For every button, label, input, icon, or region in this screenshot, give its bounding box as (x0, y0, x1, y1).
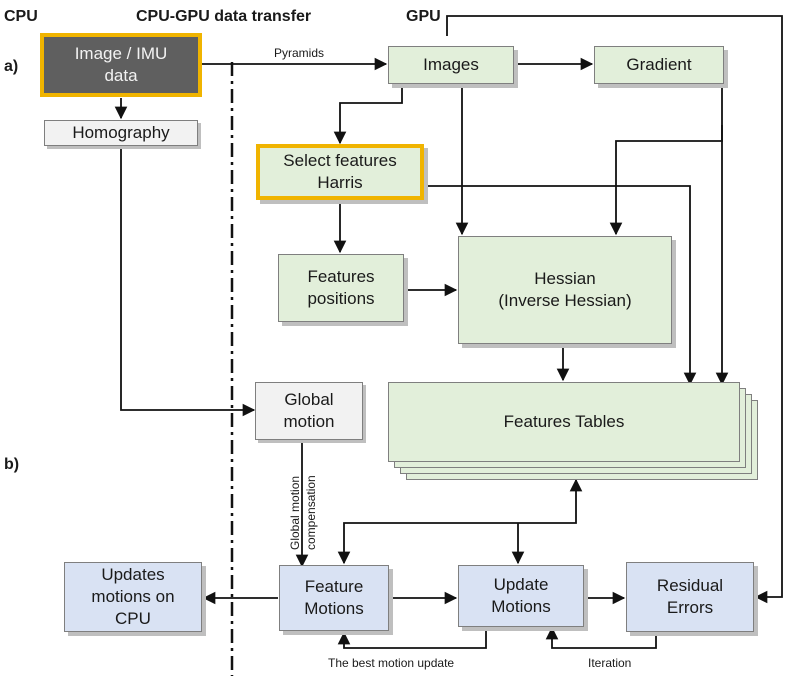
node-images: Images (388, 46, 514, 84)
node-features-tables-label: Features Tables (503, 411, 625, 431)
edge-gpu-to-residual (446, 15, 783, 604)
node-features-positions: Features positions (278, 254, 404, 322)
node-residual-errors-label: Residual Errors (656, 575, 724, 617)
edge-label-best-motion: The best motion update (328, 656, 455, 670)
node-features-tables: Features Tables (388, 382, 740, 462)
transfer-header: CPU-GPU data transfer (136, 8, 312, 25)
node-feature-motions-label: Feature Motions (304, 576, 364, 618)
node-hessian: Hessian (Inverse Hessian) (458, 236, 672, 344)
edge-label-global-comp-1: Global motion (288, 475, 302, 550)
node-hessian-label: Hessian (Inverse Hessian) (498, 268, 632, 310)
edge-iteration (545, 626, 657, 649)
node-image-imu-label: Image / IMU data (74, 43, 168, 85)
edge-tables-bus (337, 478, 583, 565)
node-update-motions-label: Update Motions (491, 574, 551, 616)
edge-gradient-to-hessian (609, 125, 723, 236)
edge-label-global-comp-2: compensation (304, 475, 318, 550)
node-update-motions: Update Motions (458, 565, 584, 627)
edge-best-motion (337, 628, 487, 649)
node-images-label: Images (423, 54, 479, 74)
node-homography: Homography (44, 120, 198, 146)
node-residual-errors: Residual Errors (626, 562, 754, 632)
node-feature-motions: Feature Motions (279, 565, 389, 631)
node-global-motion-label: Global motion (283, 389, 335, 431)
node-select-features-label: Select features Harris (283, 150, 397, 192)
edge-homography-to-global (120, 146, 256, 417)
node-gradient-label: Gradient (626, 54, 692, 74)
edge-label-iteration: Iteration (588, 656, 632, 670)
node-homography-label: Homography (72, 122, 170, 142)
node-image-imu: Image / IMU data (40, 33, 202, 97)
node-gradient: Gradient (594, 46, 724, 84)
node-updates-cpu: Updates motions on CPU (64, 562, 202, 632)
node-select-features: Select features Harris (256, 144, 424, 200)
gpu-header: GPU (406, 8, 441, 25)
node-global-motion: Global motion (255, 382, 363, 440)
node-updates-cpu-label: Updates motions on CPU (91, 564, 175, 629)
edge-select-to-tables (424, 185, 697, 386)
section-b-label: b) (4, 456, 20, 473)
cpu-header: CPU (4, 8, 38, 25)
edge-label-pyramids: Pyramids (274, 46, 325, 60)
edge-images-to-select (333, 84, 403, 145)
node-features-positions-label: Features positions (307, 266, 375, 308)
section-a-label: a) (4, 58, 19, 75)
